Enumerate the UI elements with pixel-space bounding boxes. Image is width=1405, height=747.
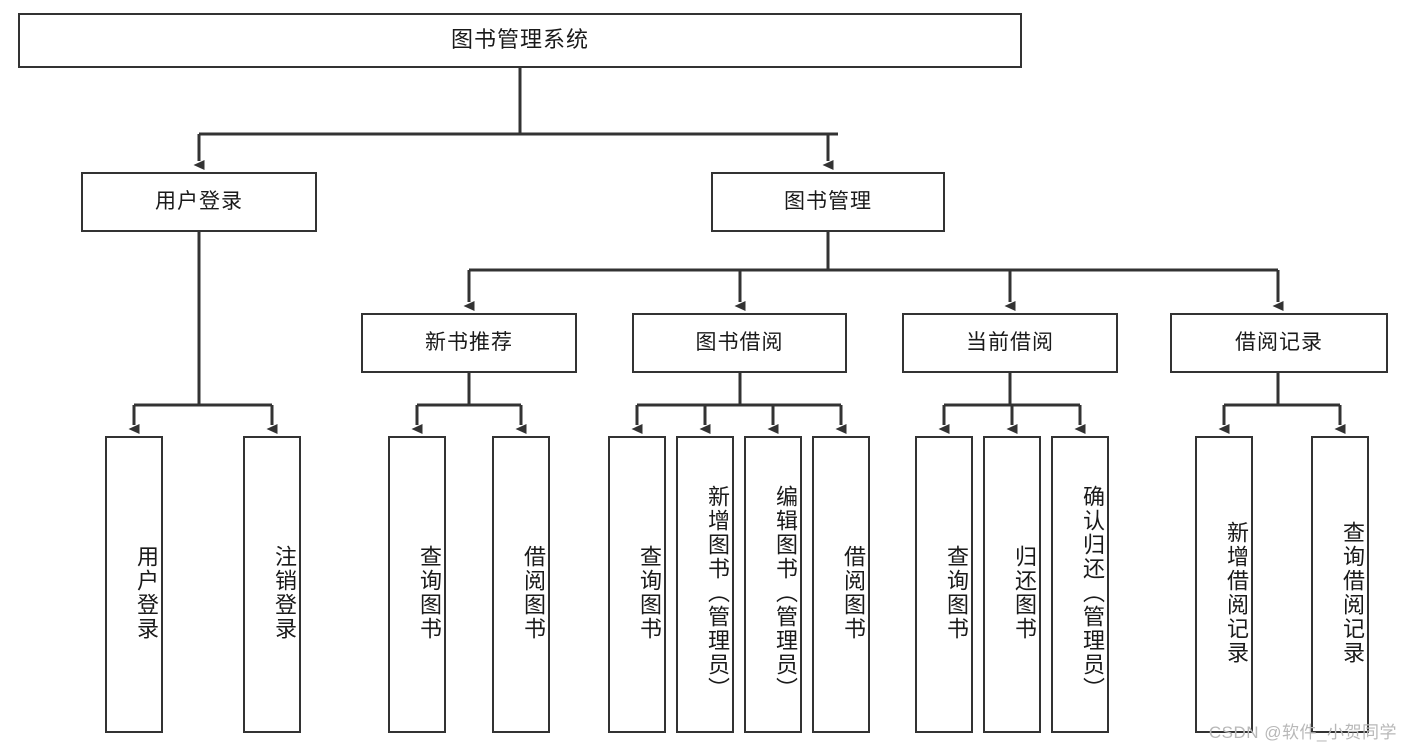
leaf-borrow-book[interactable]: 借阅图书 [812, 436, 870, 733]
leaf-logout[interactable]: 注销登录 [243, 436, 301, 733]
leaf-label: 查询图书 [417, 544, 442, 641]
leaf-label: 借阅图书 [841, 544, 866, 641]
leaf-edit-book-admin[interactable]: 编辑图书（管理员） [744, 436, 802, 733]
leaf-query-book-new[interactable]: 查询图书 [388, 436, 446, 733]
leaf-return-book[interactable]: 归还图书 [983, 436, 1041, 733]
node-root-system[interactable]: 图书管理系统 [18, 13, 1022, 68]
csdn-watermark: CSDN @软件_小贺同学 [1208, 723, 1397, 742]
node-book-borrow[interactable]: 图书借阅 [632, 313, 847, 373]
leaf-label: 归还图书 [1012, 544, 1037, 641]
node-current-borrow[interactable]: 当前借阅 [902, 313, 1118, 373]
leaf-add-borrow-record[interactable]: 新增借阅记录 [1195, 436, 1253, 733]
leaf-user-login[interactable]: 用户登录 [105, 436, 163, 733]
leaf-label: 查询借阅记录 [1340, 520, 1365, 665]
leaf-label: 注销登录 [272, 544, 297, 641]
leaf-label: 确认归还（管理员） [1080, 484, 1105, 701]
leaf-label: 查询图书 [637, 544, 662, 641]
leaf-borrow-book-new[interactable]: 借阅图书 [492, 436, 550, 733]
leaf-label: 新增图书（管理员） [705, 484, 730, 701]
leaf-label: 新增借阅记录 [1224, 520, 1249, 665]
node-book-manage[interactable]: 图书管理 [711, 172, 945, 232]
leaf-label: 用户登录 [134, 544, 159, 641]
node-new-book-recommend[interactable]: 新书推荐 [361, 313, 577, 373]
leaf-confirm-return-admin[interactable]: 确认归还（管理员） [1051, 436, 1109, 733]
leaf-add-book-admin[interactable]: 新增图书（管理员） [676, 436, 734, 733]
leaf-label: 借阅图书 [521, 544, 546, 641]
node-borrow-record[interactable]: 借阅记录 [1170, 313, 1388, 373]
leaf-query-book-current[interactable]: 查询图书 [915, 436, 973, 733]
node-user-login[interactable]: 用户登录 [81, 172, 317, 232]
leaf-query-borrow-record[interactable]: 查询借阅记录 [1311, 436, 1369, 733]
leaf-query-book-borrow[interactable]: 查询图书 [608, 436, 666, 733]
leaf-label: 查询图书 [944, 544, 969, 641]
leaf-label: 编辑图书（管理员） [773, 484, 798, 701]
